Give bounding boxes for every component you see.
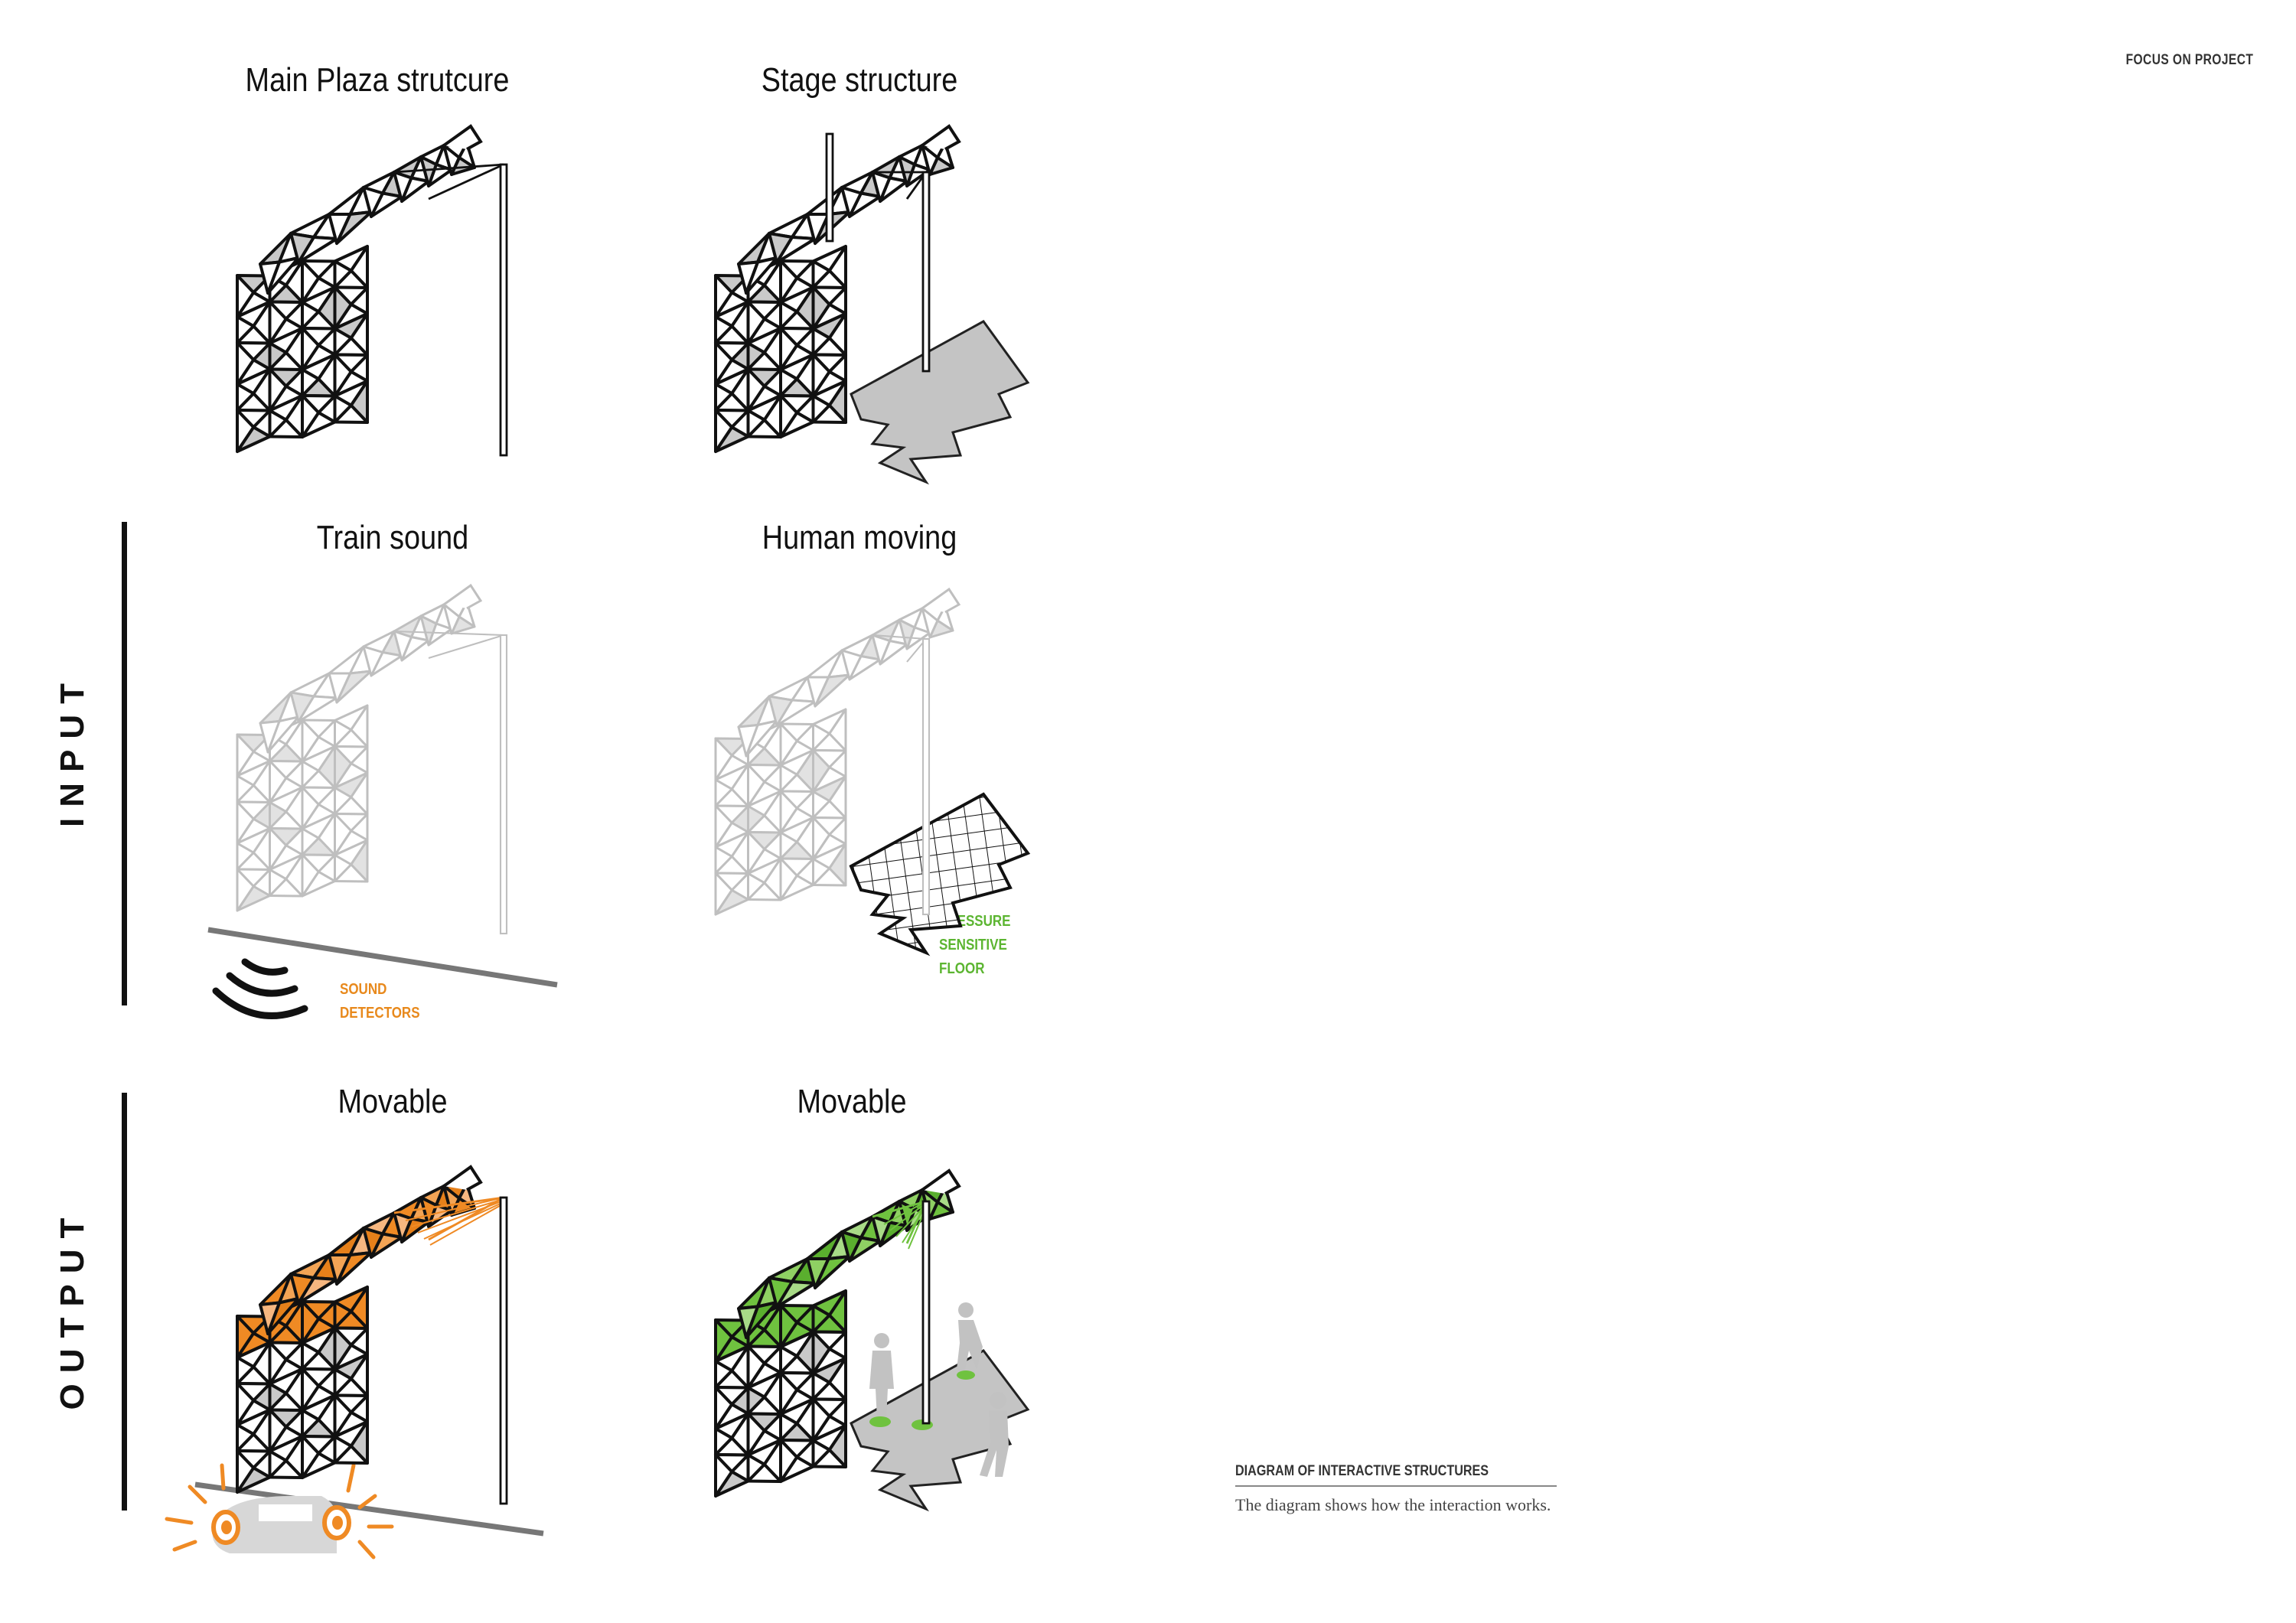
- movable-orange-structure: [237, 1167, 507, 1504]
- stage-floor: [851, 321, 1028, 482]
- speaker-icon-left: [214, 1512, 238, 1543]
- support-pole: [501, 165, 507, 455]
- output-row-bar: [122, 1093, 127, 1511]
- support-pole: [923, 172, 929, 371]
- support-pole: [923, 639, 929, 914]
- sound-waves-icon: [216, 962, 305, 1015]
- support-pole: [923, 1201, 929, 1423]
- train-sound-structure: [237, 585, 507, 934]
- support-pole: [501, 1198, 507, 1504]
- ground-line-train: [208, 930, 557, 985]
- stage-floor-pressure-grid: [851, 794, 1028, 953]
- main-plaza-structure: [237, 126, 507, 455]
- support-pole: [501, 635, 507, 934]
- speaker-icon-right: [325, 1507, 349, 1538]
- input-row-bar: [122, 522, 127, 1005]
- human-moving-structure: [716, 589, 959, 914]
